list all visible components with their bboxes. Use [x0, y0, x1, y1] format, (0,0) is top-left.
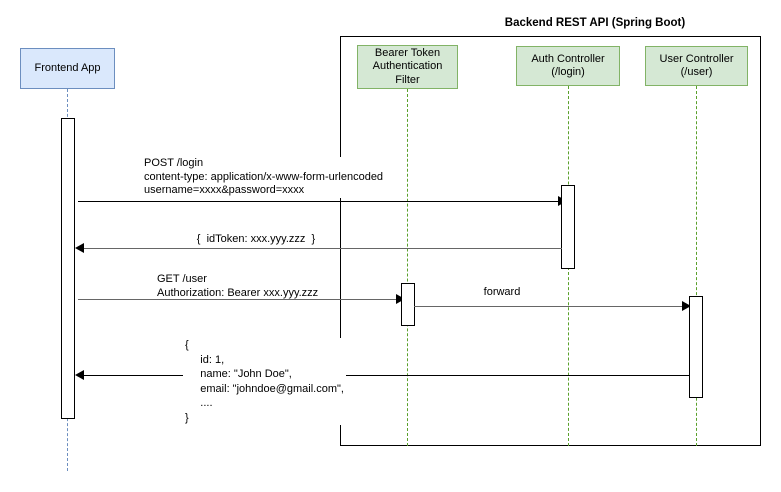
message-id-token-response-line [78, 248, 562, 249]
message-id-token-response-arrowhead [75, 243, 84, 253]
lifeline-user-controller [696, 86, 697, 446]
message-user-json-response-arrowhead [75, 370, 84, 380]
activation-auth-controller [561, 185, 575, 269]
participant-frontend-app-label: Frontend App [34, 61, 101, 74]
lifeline-bearer-filter [407, 89, 408, 446]
activation-frontend-app [61, 118, 75, 419]
message-forward-label: forward [450, 286, 554, 300]
activation-user-controller [689, 296, 703, 398]
participant-user-controller-label: User Controller (/user) [659, 52, 734, 79]
message-user-json-response-line [78, 375, 690, 376]
participant-bearer-token-filter[interactable]: Bearer Token Authentication Filter [357, 45, 458, 89]
participant-bearer-token-filter-label: Bearer Token Authentication Filter [372, 46, 443, 86]
activation-bearer-token-filter [401, 283, 415, 326]
backend-group-frame [340, 36, 761, 446]
message-get-user-arrowhead [396, 294, 405, 304]
group-title: Backend REST API (Spring Boot) [504, 17, 686, 29]
participant-frontend-app[interactable]: Frontend App [20, 48, 115, 89]
message-post-login-line [78, 201, 563, 202]
participant-auth-controller[interactable]: Auth Controller (/login) [516, 46, 620, 86]
message-user-json-response-label: { id: 1, name: "John Doe", email: "johnd… [183, 338, 346, 425]
message-id-token-response-label: { idToken: xxx.yyy.zzz } [184, 233, 328, 247]
message-forward-line [414, 306, 682, 307]
participant-auth-controller-label: Auth Controller (/login) [531, 52, 605, 79]
participant-user-controller[interactable]: User Controller (/user) [645, 46, 748, 86]
message-get-user-line [78, 299, 403, 300]
message-get-user-label: GET /user Authorization: Bearer xxx.yyy.… [155, 273, 321, 300]
message-forward-arrowhead [682, 301, 691, 311]
message-post-login-label: POST /login content-type: application/x-… [142, 157, 386, 198]
